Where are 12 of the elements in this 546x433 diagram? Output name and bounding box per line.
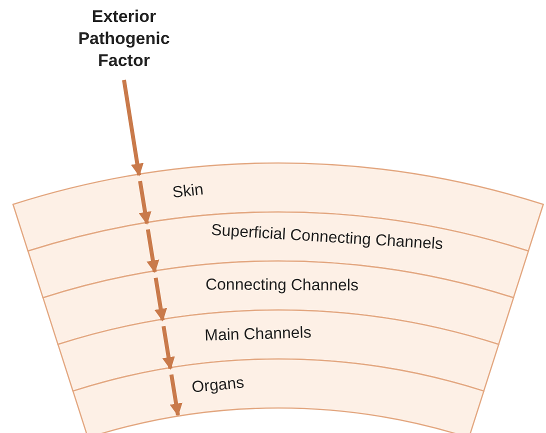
layer-label: Skin <box>172 182 204 202</box>
factor-label: Exterior Pathogenic Factor <box>77 6 171 72</box>
arrow <box>138 180 152 225</box>
arrow <box>146 229 160 274</box>
layer-label: Main Channels <box>204 325 312 344</box>
arrow <box>154 278 168 322</box>
layer-label: Connecting Channels <box>205 277 359 294</box>
layer-label: Organs <box>191 376 245 397</box>
arrow <box>122 80 144 176</box>
arrow <box>169 374 182 416</box>
layer-label: Superficial Connecting Channels <box>210 222 444 254</box>
arrow <box>162 326 175 370</box>
